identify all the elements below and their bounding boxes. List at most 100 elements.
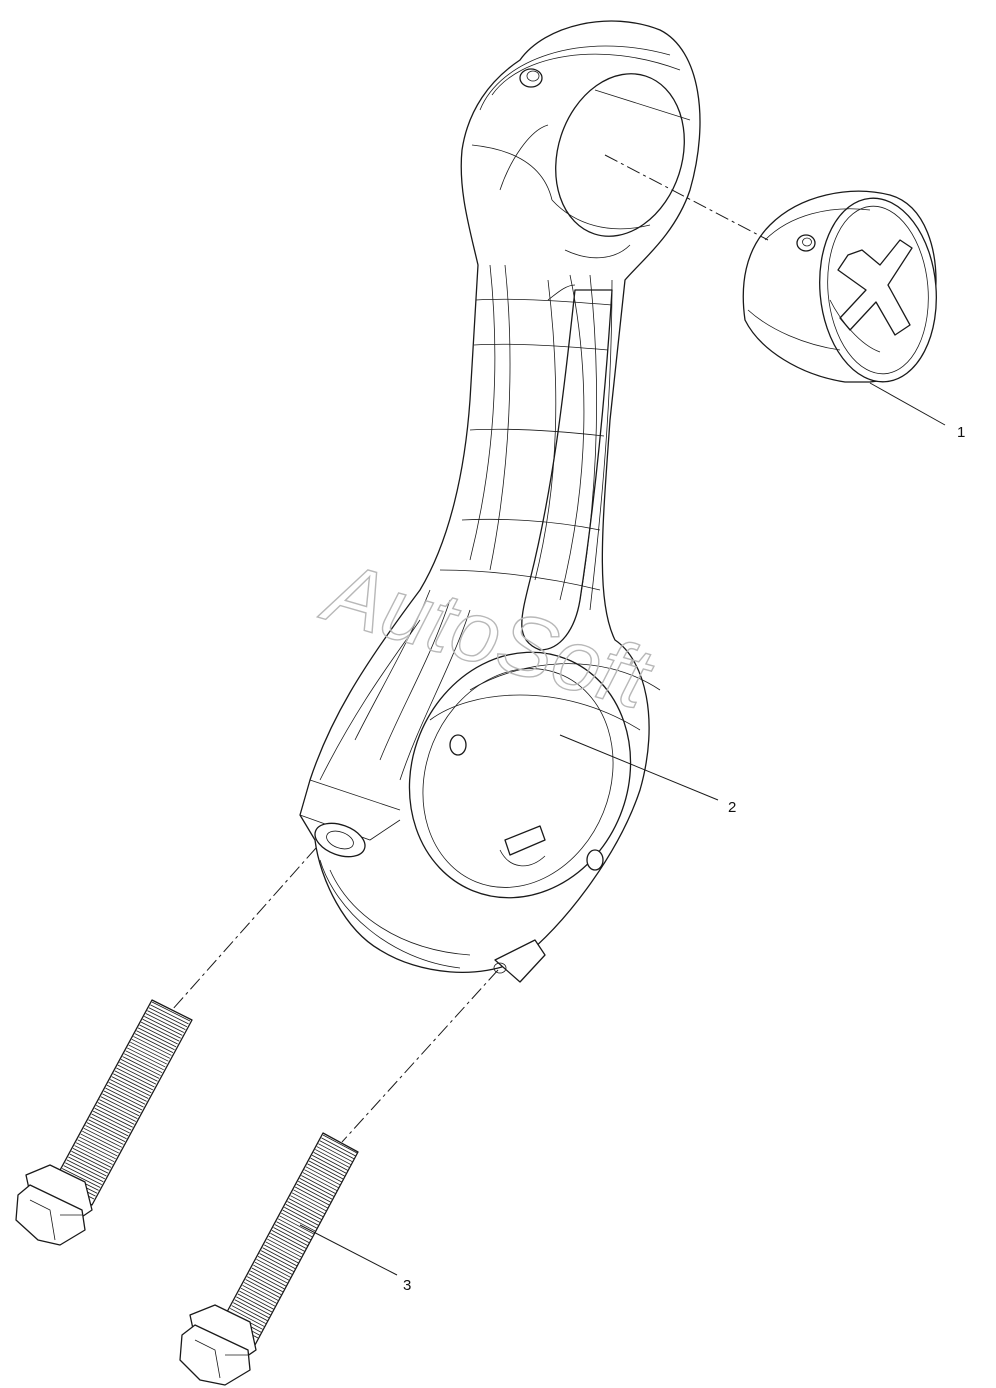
thread-line (271, 1230, 307, 1249)
thread-line (133, 1036, 172, 1056)
thread-line (302, 1172, 338, 1191)
thread-line (120, 1059, 160, 1079)
thread-line (79, 1136, 118, 1157)
thread-line (321, 1137, 356, 1157)
thread-line (257, 1256, 293, 1275)
thread-line (144, 1015, 183, 1036)
thread-line (322, 1134, 358, 1154)
bolt-lower[interactable] (179, 1132, 359, 1386)
thread-line (82, 1130, 121, 1151)
thread-line (125, 1050, 164, 1071)
thread-line (128, 1044, 167, 1065)
callout-3: 3 (299, 1224, 411, 1294)
thread-line (282, 1209, 317, 1229)
thread-line (251, 1267, 287, 1287)
thread-line (311, 1154, 347, 1174)
thread-line (127, 1047, 166, 1068)
thread-line (277, 1218, 313, 1238)
thread-line (265, 1241, 300, 1261)
thread-line (230, 1308, 265, 1327)
bushing[interactable] (742, 190, 944, 386)
thread-line (301, 1175, 336, 1194)
thread-line (137, 1027, 177, 1048)
thread-line (293, 1189, 328, 1209)
thread-line (102, 1093, 141, 1114)
thread-line (86, 1122, 126, 1142)
thread-line (148, 1007, 188, 1028)
thread-line (150, 1004, 189, 1025)
thread-line (236, 1296, 271, 1316)
thread-line (233, 1302, 268, 1322)
thread-line (290, 1195, 325, 1215)
thread-line (299, 1178, 334, 1197)
connecting-rod[interactable] (299, 20, 705, 983)
callout-label-3: 3 (403, 1277, 411, 1294)
thread-line (274, 1224, 310, 1243)
thread-line (110, 1079, 149, 1099)
thread-line (313, 1151, 348, 1171)
thread-line (270, 1232, 305, 1252)
thread-line (91, 1113, 130, 1134)
thread-line (285, 1204, 321, 1223)
thread-line (245, 1279, 280, 1298)
thread-line (85, 1125, 124, 1145)
thread-line (63, 1165, 102, 1186)
thread-line (96, 1104, 135, 1125)
thread-line (80, 1133, 119, 1154)
thread-line (264, 1244, 299, 1264)
thread-line (88, 1119, 127, 1140)
thread-line (237, 1293, 273, 1313)
thread-line (72, 1148, 112, 1168)
thread-line (316, 1146, 351, 1165)
thread-line (83, 1127, 123, 1148)
thread-line (305, 1166, 341, 1186)
thread-line (279, 1215, 314, 1235)
thread-line (142, 1018, 181, 1039)
thread-line (66, 1159, 106, 1180)
thread-line (267, 1238, 302, 1258)
thread-line (145, 1013, 184, 1033)
thread-line (131, 1038, 171, 1059)
thread-line (74, 1145, 113, 1165)
thread-line (260, 1250, 296, 1269)
thread-line (231, 1305, 266, 1324)
thread-line (94, 1107, 133, 1128)
thread-line (134, 1033, 174, 1053)
thread-line (248, 1273, 283, 1293)
thread-line (106, 1084, 146, 1105)
thread-line (276, 1221, 311, 1241)
thread-line (247, 1276, 282, 1295)
callout-label-2: 2 (728, 799, 736, 816)
thread-line (239, 1290, 274, 1310)
thread-line (304, 1169, 339, 1189)
thread-line (281, 1212, 316, 1232)
thread-line (307, 1163, 342, 1183)
thread-line (273, 1227, 308, 1246)
thread-line (140, 1021, 180, 1042)
thread-line (250, 1270, 285, 1290)
thread-line (256, 1258, 291, 1278)
thread-line (105, 1087, 144, 1108)
thread-line (65, 1162, 104, 1183)
thread-line (111, 1076, 150, 1097)
thread-line (243, 1282, 279, 1301)
bolt-upper[interactable] (15, 999, 193, 1246)
thread-line (310, 1157, 345, 1177)
thread-line (287, 1201, 322, 1220)
thread-line (108, 1082, 147, 1102)
thread-line (68, 1156, 107, 1177)
thread-line (240, 1287, 276, 1307)
thread-line (319, 1140, 355, 1160)
thread-line (284, 1206, 319, 1226)
thread-line (123, 1053, 163, 1074)
thread-line (288, 1198, 324, 1217)
thread-line (69, 1153, 109, 1174)
thread-line (234, 1299, 270, 1319)
thread-line (100, 1096, 140, 1117)
thread-line (114, 1070, 154, 1091)
thread-line (254, 1261, 290, 1281)
thread-line (318, 1143, 353, 1163)
thread-line (262, 1247, 297, 1267)
thread-line (62, 1168, 101, 1188)
thread-line (113, 1073, 152, 1094)
